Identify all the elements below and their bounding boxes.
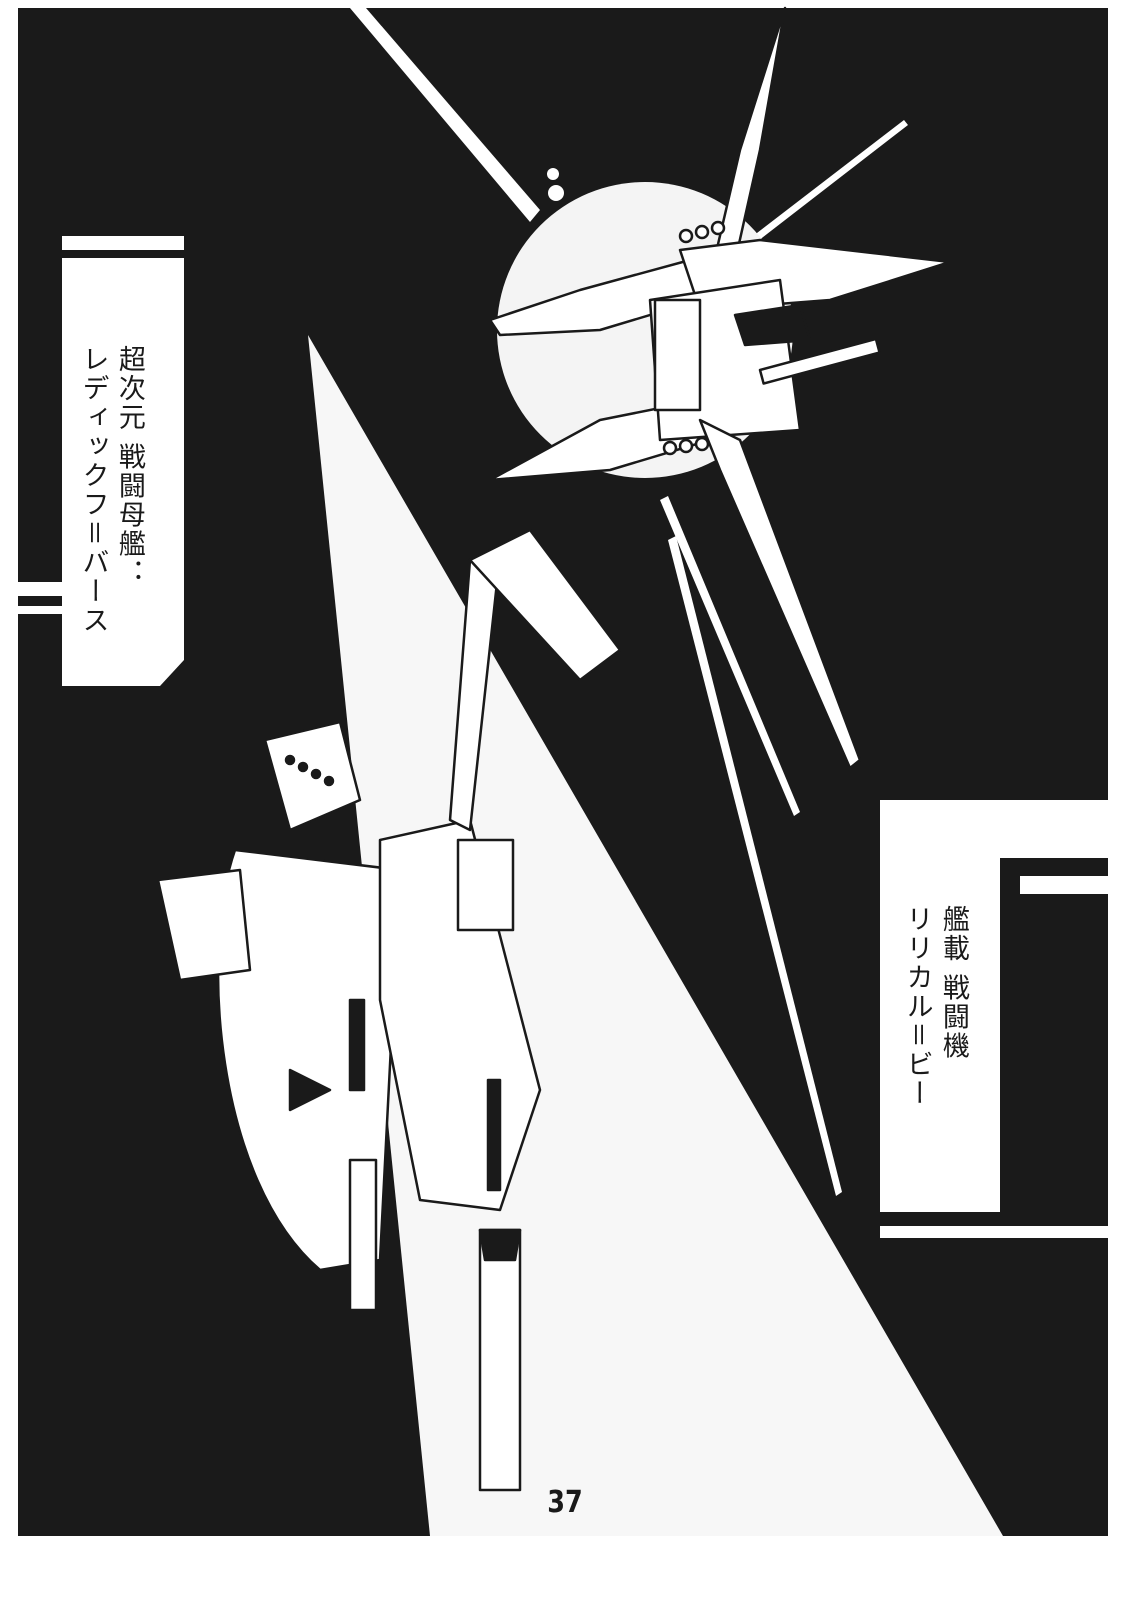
caption-mothership: 超次元 戦闘母艦： レディックフ＝バース	[74, 345, 147, 665]
page-number: 37	[547, 1485, 583, 1520]
caption-fighter-name: リリカル＝ビー	[901, 905, 933, 1108]
caption-mothership-name: レディックフ＝バース	[77, 345, 109, 635]
caption-mothership-type: 超次元 戦闘母艦：	[113, 345, 145, 588]
caption-fighter: 艦載 戦闘機 リリカル＝ビー	[898, 905, 971, 1205]
floating-dot	[547, 168, 559, 180]
light-ray	[660, 496, 800, 816]
light-ray	[350, 8, 540, 222]
fighter-drawing	[156, 528, 622, 1492]
floating-dot	[548, 185, 564, 201]
light-ray	[740, 120, 908, 251]
caption-frame-right	[880, 800, 1108, 1238]
mothership-drawing	[488, 6, 952, 770]
caption-frame-left	[18, 236, 184, 686]
light-ray	[668, 536, 842, 1196]
caption-fighter-type: 艦載 戦闘機	[937, 905, 969, 1061]
